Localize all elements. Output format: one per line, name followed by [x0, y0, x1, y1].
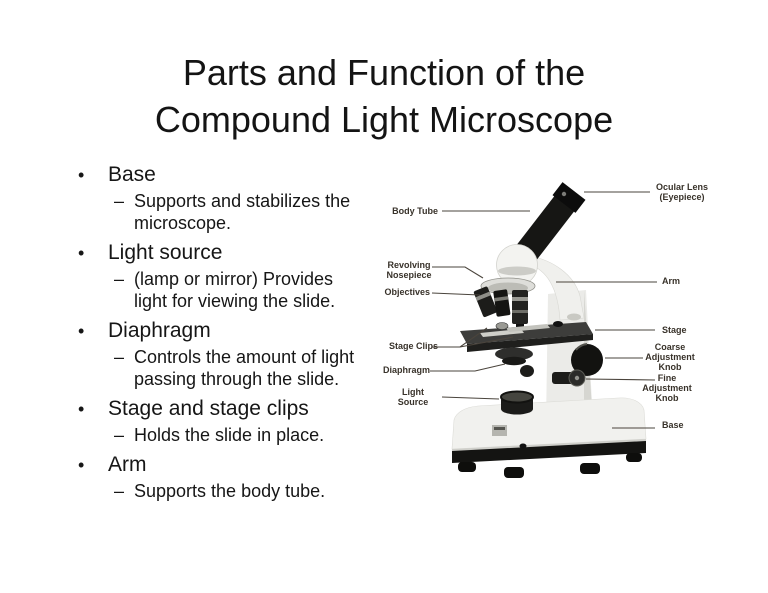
microscope-body-tube-shape — [517, 182, 586, 260]
diagram-label-base: Base — [662, 420, 684, 430]
diagram-label-fine-adjustment-knob: Fine Adjustment Knob — [642, 373, 692, 403]
bullet-term: Base — [108, 163, 156, 186]
microscope-adjustment-knobs — [552, 343, 603, 387]
diagram-label-objectives: Objectives — [384, 287, 430, 297]
leader-stage-clips — [432, 327, 514, 348]
bullet-term: Light source — [108, 241, 223, 264]
bullet-subitem: – (lamp or mirror) Provides light for vi… — [72, 268, 398, 312]
sub-bullet-dash: – — [114, 191, 125, 211]
bullet-desc: (lamp or mirror) Provides light for view… — [134, 269, 336, 311]
diagram-label-coarse-adjustment-knob: Coarse Adjustment Knob — [645, 342, 695, 372]
slide-title: Parts and Function of the Compound Light… — [154, 52, 614, 140]
bullet-subitem: – Holds the slide in place. — [72, 424, 398, 446]
bullet-marker: • — [78, 399, 85, 419]
bullet-term: Arm — [108, 453, 147, 476]
microscope-stage-shape — [460, 321, 593, 352]
bullet-list: • Base – Supports and stabilizes the mic… — [72, 156, 398, 502]
bullet-desc: Holds the slide in place. — [134, 425, 325, 445]
microscope-illustration — [430, 182, 657, 478]
bullet-subitem: – Supports the body tube. — [72, 480, 398, 502]
leader-revolving-nosepiece — [432, 266, 484, 279]
microscope-light-source-shape — [500, 390, 534, 415]
bullet-subitem: – Controls the amount of light passing t… — [72, 346, 398, 390]
bullet-desc: Controls the amount of light passing thr… — [134, 347, 355, 389]
diagram-label-ocular-lens: Ocular Lens (Eyepiece) — [655, 182, 709, 202]
diagram-label-stage-clips: Stage Clips — [388, 341, 438, 351]
sub-bullet-dash: – — [114, 269, 125, 289]
diagram-label-arm: Arm — [662, 276, 681, 286]
bullet-item-diaphragm: • Diaphragm — [72, 318, 398, 344]
bullet-desc: Supports and stabilizes the microscope. — [134, 191, 351, 233]
bullet-item-light-source: • Light source — [72, 240, 398, 266]
bullet-marker: • — [78, 455, 85, 475]
diagram-label-body-tube: Body Tube — [392, 206, 438, 216]
microscope-base-shape — [451, 397, 647, 478]
bullet-marker: • — [78, 165, 85, 185]
bullet-term: Diaphragm — [108, 319, 211, 342]
microscope-diagram: Ocular Lens (Eyepiece) Body Tube Revolvi… — [380, 170, 768, 480]
bullet-term: Stage and stage clips — [108, 397, 309, 420]
diagram-label-revolving-nosepiece: Revolving Nosepiece — [386, 260, 432, 280]
sub-bullet-dash: – — [114, 425, 125, 445]
sub-bullet-dash: – — [114, 481, 125, 501]
sub-bullet-dash: – — [114, 347, 125, 367]
bullet-desc: Supports the body tube. — [134, 481, 326, 501]
microscope-diaphragm-shape — [495, 347, 534, 377]
bullet-marker: • — [78, 321, 85, 341]
bullet-item-arm: • Arm — [72, 452, 398, 478]
bullet-marker: • — [78, 243, 85, 263]
diagram-label-light-source: Light Source — [397, 387, 429, 407]
bullet-subitem: – Supports and stabilizes the microscope… — [72, 190, 398, 234]
leader-diaphragm — [430, 363, 506, 372]
leader-fine-knob — [585, 378, 656, 381]
leader-lines — [430, 191, 657, 429]
leader-light-source — [441, 396, 500, 400]
diagram-label-stage: Stage — [662, 325, 687, 335]
diagram-label-diaphragm: Diaphragm — [382, 365, 430, 375]
leader-objectives — [431, 292, 481, 296]
bullet-item-stage: • Stage and stage clips — [72, 396, 398, 422]
bullet-item-base: • Base — [72, 162, 398, 188]
